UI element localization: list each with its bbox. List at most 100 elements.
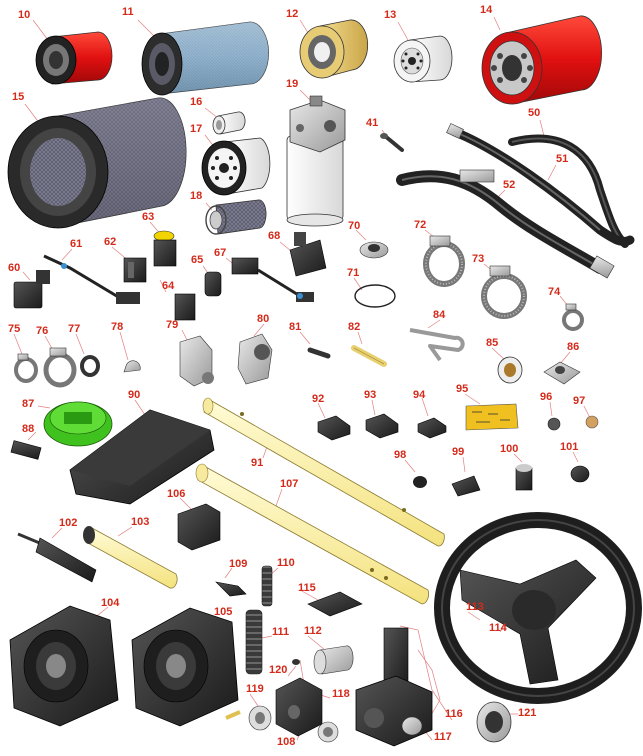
callout-112: 112 <box>304 625 322 637</box>
part-oil-filter-large <box>481 15 602 105</box>
callout-117: 117 <box>434 731 452 743</box>
part-screw-120 <box>292 659 300 665</box>
callout-91: 91 <box>251 457 264 469</box>
callout-116: 116 <box>445 708 463 720</box>
callout-104: 104 <box>101 597 120 609</box>
part-hose-52 <box>396 169 615 279</box>
callout-75: 75 <box>8 323 21 335</box>
callout-85: 85 <box>486 337 499 349</box>
part-bearing-85 <box>497 356 523 384</box>
callout-50: 50 <box>528 107 541 119</box>
callout-70: 70 <box>348 220 361 232</box>
callout-18: 18 <box>190 190 203 202</box>
part-bushing-108 <box>317 721 339 743</box>
callout-65: 65 <box>191 254 204 266</box>
callout-109: 109 <box>229 558 248 570</box>
part-clamp-75 <box>14 353 38 383</box>
callout-111: 111 <box>272 626 290 638</box>
part-clip-93 <box>365 413 399 439</box>
callout-96: 96 <box>540 391 553 403</box>
callout-78: 78 <box>111 321 124 333</box>
callout-51: 51 <box>556 153 569 165</box>
part-fitting-79 <box>179 335 214 387</box>
part-sensor-68 <box>289 232 327 277</box>
callout-94: 94 <box>413 389 426 401</box>
callout-95: 95 <box>456 383 469 395</box>
part-clip-92 <box>317 415 351 441</box>
callout-118: 118 <box>332 688 350 700</box>
callout-73: 73 <box>472 253 485 265</box>
callout-88: 88 <box>22 423 35 435</box>
callout-41: 41 <box>366 117 379 129</box>
part-fitting-99 <box>451 475 481 497</box>
callout-12: 12 <box>286 8 299 20</box>
callout-19: 19 <box>286 78 299 90</box>
part-fuel-cap-87 <box>43 401 113 447</box>
part-wheel-hub-114 <box>459 559 597 685</box>
part-strainer <box>205 199 267 235</box>
callout-107: 107 <box>280 478 299 490</box>
callout-106: 106 <box>167 488 186 500</box>
part-pin-82 <box>351 345 387 367</box>
callout-80: 80 <box>257 313 270 325</box>
part-clip-94 <box>417 417 447 439</box>
callout-92: 92 <box>312 393 325 405</box>
part-mount-106 <box>177 503 221 551</box>
part-shock-102 <box>17 532 97 583</box>
part-clamp-76 <box>43 347 77 388</box>
part-switch-62 <box>123 257 147 283</box>
callout-10: 10 <box>18 9 31 21</box>
callout-99: 99 <box>452 446 465 458</box>
part-bolt-81 <box>307 347 331 359</box>
callout-13: 13 <box>384 9 397 21</box>
callout-79: 79 <box>166 319 179 331</box>
callout-76: 76 <box>36 325 49 337</box>
callout-74: 74 <box>548 286 561 298</box>
callout-108: 108 <box>277 736 296 748</box>
part-housing-104 <box>9 605 119 727</box>
part-flange-86 <box>543 361 581 385</box>
callout-87: 87 <box>22 398 35 410</box>
callout-119: 119 <box>246 683 264 695</box>
callout-93: 93 <box>364 389 377 401</box>
part-button-63 <box>153 230 177 267</box>
part-bracket-84 <box>409 328 465 362</box>
callout-14: 14 <box>480 4 493 16</box>
part-steering-wheel-113 <box>434 512 642 704</box>
part-housing-105 <box>131 607 241 727</box>
part-filter-tan <box>299 19 369 79</box>
part-latch-109 <box>215 581 247 597</box>
part-armrest-90 <box>69 409 215 505</box>
callout-77: 77 <box>68 323 81 335</box>
callout-68: 68 <box>268 230 281 242</box>
part-plate-115 <box>307 591 363 617</box>
part-switch-64 <box>174 293 196 321</box>
callout-71: 71 <box>347 267 360 279</box>
callout-64: 64 <box>162 280 175 292</box>
part-decal-95 <box>465 403 519 431</box>
part-sleeve <box>212 111 246 135</box>
callout-84: 84 <box>433 309 446 321</box>
part-clamp-77 <box>80 355 100 377</box>
callout-60: 60 <box>8 262 21 274</box>
part-bushing-119 <box>248 705 272 731</box>
part-filter-assembly <box>286 95 346 227</box>
callout-82: 82 <box>348 321 361 333</box>
part-air-filter-large <box>7 97 187 229</box>
part-tube-91 <box>202 397 445 547</box>
part-bushing-112 <box>313 645 354 675</box>
part-nut-96 <box>547 417 561 431</box>
callout-17: 17 <box>190 123 203 135</box>
part-fuel-filter <box>201 137 271 196</box>
callout-97: 97 <box>573 395 586 407</box>
part-flange-70 <box>359 241 389 259</box>
part-filter-white <box>393 35 453 83</box>
callout-16: 16 <box>190 96 203 108</box>
part-clamp-73 <box>481 265 527 319</box>
part-cylinder-103 <box>83 526 178 589</box>
callout-102: 102 <box>59 517 78 529</box>
callout-62: 62 <box>104 236 117 248</box>
part-nut-117 <box>401 716 423 736</box>
callout-105: 105 <box>214 606 233 618</box>
